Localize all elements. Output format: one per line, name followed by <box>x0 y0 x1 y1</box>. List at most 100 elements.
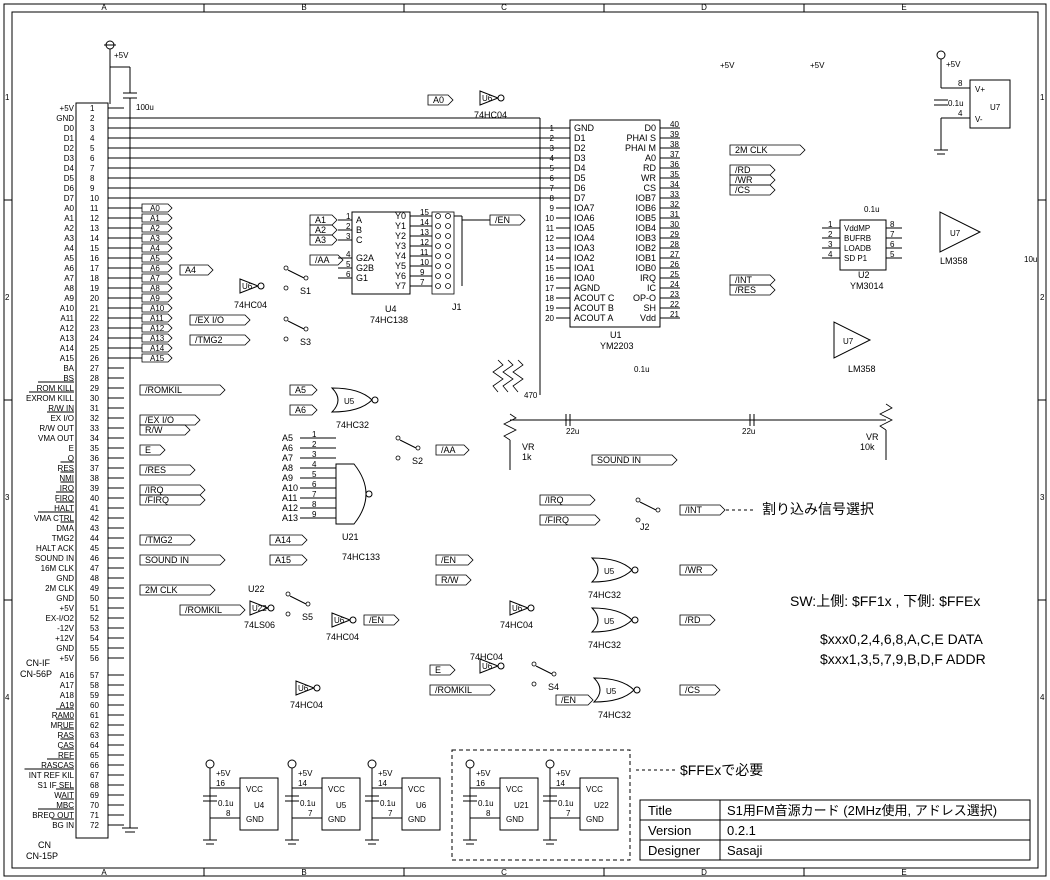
note-ffex: $FFExで必要 <box>680 762 763 778</box>
connector-pin-24: 24 <box>90 334 99 343</box>
opamp-u7a: U7 <box>939 211 982 253</box>
row-mark-3: 3 <box>5 493 10 502</box>
inverter-u6-en-ref: U6 <box>334 616 345 625</box>
net-firq-j2: /FIRQ <box>539 514 601 526</box>
net-u21-a7: A7 <box>282 453 293 463</box>
inverter-u6-a0: U6 <box>479 90 505 106</box>
j1-pin <box>435 253 441 259</box>
u4-sig-Y1: Y1 <box>395 221 406 231</box>
connector-signal-2: GND <box>56 114 74 123</box>
connector-signal-1: +5V <box>60 104 75 113</box>
u1-pin-36: 36 <box>670 160 679 169</box>
connector-signal-36: Q <box>68 454 74 463</box>
u1-pin-10: 10 <box>545 214 554 223</box>
connector-signal-65: REF <box>58 751 74 760</box>
u1-pin-33: 33 <box>670 190 679 199</box>
u7b-part: LM358 <box>848 364 876 374</box>
gnd-label: GND <box>408 815 426 824</box>
connector-signal-70: MBC <box>56 801 74 810</box>
connector-pin-54: 54 <box>90 634 99 643</box>
u1-pin-15: 15 <box>545 264 554 273</box>
inverter-u6-a4: U6 <box>239 278 265 294</box>
net-rw-conn: R/W <box>139 424 191 436</box>
connector-signal-68: S1 IF SEL <box>38 781 75 790</box>
net-a0: A0 <box>427 94 454 106</box>
or-gate-u5-11: U5 <box>590 607 639 633</box>
cap22u-label-1: 22u <box>566 427 579 436</box>
connector-signal-3: D0 <box>64 124 75 133</box>
connector-pin-44: 44 <box>90 534 99 543</box>
u2-pin-l1: 2 <box>828 230 833 239</box>
connector-pin-27: 27 <box>90 364 99 373</box>
u1-sig-34: CS <box>643 183 656 193</box>
u1-pin-13: 13 <box>545 244 554 253</box>
row-mark-2: 2 <box>5 293 10 302</box>
vcc-label: VCC <box>328 785 345 794</box>
bus-flag-A3: A3 <box>141 233 173 243</box>
connector-signal-52: EX-I/O2 <box>46 614 75 623</box>
switch-s2: S2 <box>395 435 423 466</box>
u1-sig-8: D7 <box>574 193 586 203</box>
connector-name-2: CN-56P <box>20 669 52 679</box>
u2-sig-2: LOADB <box>844 244 871 253</box>
u2-sig-1: BUFRB <box>844 234 871 243</box>
connector-signal-32: EX I/O <box>50 414 74 423</box>
connector-pin-34: 34 <box>90 434 99 443</box>
connector-pin-51: 51 <box>90 604 99 613</box>
u6-part-6: 74HC04 <box>290 700 323 710</box>
net-rw-conn-text: R/W <box>145 425 163 435</box>
inner-frame <box>11 11 1039 869</box>
cap-U4: 0.1u <box>218 799 234 808</box>
u5-part-1: 74HC32 <box>336 420 369 430</box>
u4-sig-Y6: Y6 <box>395 271 406 281</box>
bus-flag-A15: A15 <box>141 353 173 363</box>
connector-pin-58: 58 <box>90 681 99 690</box>
u7-power-wiring <box>934 50 970 155</box>
u1-sig-6: D5 <box>574 173 586 183</box>
connector-signal-23: A12 <box>60 324 75 333</box>
connector-signal-4: D1 <box>64 134 75 143</box>
u4-sig-B: B <box>356 225 362 235</box>
bus-flag-text-A15: A15 <box>150 354 165 363</box>
inverter-u6-a4-ref: U6 <box>242 282 253 291</box>
note-sw: SW:上側: $FF1x , 下側: $FFEx <box>790 593 980 609</box>
connector-signal-11: A0 <box>64 204 74 213</box>
gnd-label: GND <box>246 815 264 824</box>
tb-title-key: Title <box>648 803 672 818</box>
inverter-u6-spare-ref: U6 <box>298 684 309 693</box>
net-en-1: /EN <box>435 554 474 566</box>
net-en-2: /EN <box>363 614 400 626</box>
u2-sig-3: SD P1 <box>844 254 868 263</box>
u1-sig-37: A0 <box>645 153 656 163</box>
u1-sig-22: SH <box>643 303 656 313</box>
u5-part-3: 74HC32 <box>588 640 621 650</box>
u1-pin-31: 31 <box>670 210 679 219</box>
connector-signal-56: +5V <box>60 654 75 663</box>
u5-part-2: 74HC32 <box>588 590 621 600</box>
connector-signal-49: 2M CLK <box>45 584 75 593</box>
cap100u-label: 100u <box>136 103 154 112</box>
or-gate-u5-3: U5 <box>330 387 379 413</box>
u2-sig-0: VddMP <box>844 224 870 233</box>
net-exio: /EX I/O <box>189 314 251 326</box>
col-mark-bottom-C: C <box>501 868 507 877</box>
connector-pin-33: 33 <box>90 424 99 433</box>
p5v-U6: +5V <box>378 769 393 778</box>
connector-pin-10: 10 <box>90 194 99 203</box>
connector-signal-57: A16 <box>60 671 75 680</box>
connector-signal-38: NMI <box>59 474 74 483</box>
connector-name-1: CN-IF <box>26 658 50 668</box>
connector-signal-18: A7 <box>64 274 74 283</box>
u4-pin-in-B: 2 <box>346 222 351 231</box>
u1-sig-32: IOB6 <box>635 203 656 213</box>
vr1-val: 1k <box>522 452 532 462</box>
inverter-u22: U22 <box>249 600 275 616</box>
u1-pin-34: 34 <box>670 180 679 189</box>
title-block <box>639 799 1031 861</box>
u1-pin-1: 1 <box>550 124 555 133</box>
switch-label-s3: S3 <box>300 337 311 347</box>
cap-u2-label: 0.1u <box>864 205 880 214</box>
bus-flag-text-A9: A9 <box>150 294 160 303</box>
chip-ref-U22: U22 <box>594 801 609 810</box>
